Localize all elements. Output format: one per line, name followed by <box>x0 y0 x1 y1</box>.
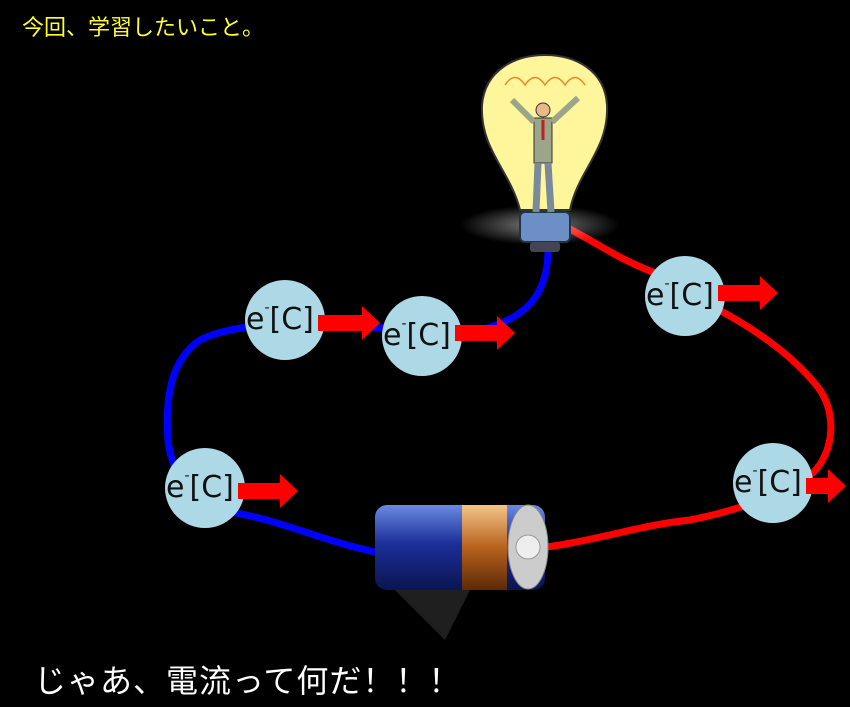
electron-3 <box>645 256 725 336</box>
slide-question: じゃあ、電流って何だ！！！ <box>34 662 462 700</box>
electron-4 <box>165 448 245 528</box>
electron-label: e-[C] <box>246 300 314 337</box>
light-bulb-icon <box>460 53 620 252</box>
electrons <box>165 256 813 528</box>
electron-label: e-[C] <box>734 463 802 500</box>
electron-5 <box>733 443 813 523</box>
arrow-right-icon <box>318 306 380 340</box>
arrow-right-icon <box>455 316 515 350</box>
electron-label: e-[C] <box>646 276 714 313</box>
arrow-right-icon <box>238 474 298 508</box>
arrow-right-icon <box>806 469 846 503</box>
slide-title: 今回、学習したいこと。 <box>22 16 265 41</box>
battery-icon <box>375 504 549 640</box>
electron-label: e-[C] <box>166 468 234 505</box>
electron-label: e-[C] <box>383 316 451 353</box>
arrow-right-icon <box>718 276 778 310</box>
electron-1 <box>245 280 325 360</box>
electron-2 <box>382 296 462 376</box>
